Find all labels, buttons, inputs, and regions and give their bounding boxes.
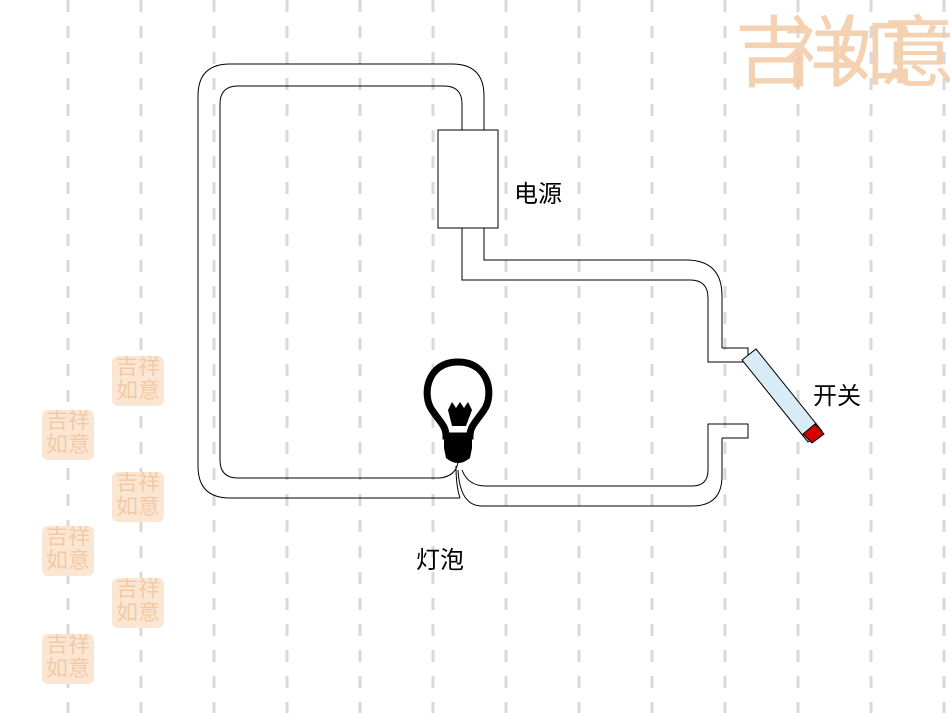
wire-loop [197,63,749,507]
switch-label: 开关 [813,382,861,410]
calligraphy-seal: 吉祥如意 [112,578,164,628]
calligraphy-seal: 吉祥如意 [42,526,94,576]
calligraphy-seal-large: 吉祥如意 [735,9,950,99]
calligraphy-seal: 吉祥如意 [112,472,164,522]
switch-icon [741,348,825,444]
calligraphy-seal: 吉祥如意 [42,410,94,460]
calligraphy-seal: 吉祥如意 [112,356,164,406]
lightbulb-icon [423,358,493,463]
power-source-box [437,129,499,229]
dashed-grid [66,0,946,713]
power-label: 电源 [514,180,562,208]
bulb-label: 灯泡 [416,546,464,574]
svg-text:吉祥如意: 吉祥如意 [735,9,950,99]
calligraphy-seal: 吉祥如意 [42,634,94,684]
